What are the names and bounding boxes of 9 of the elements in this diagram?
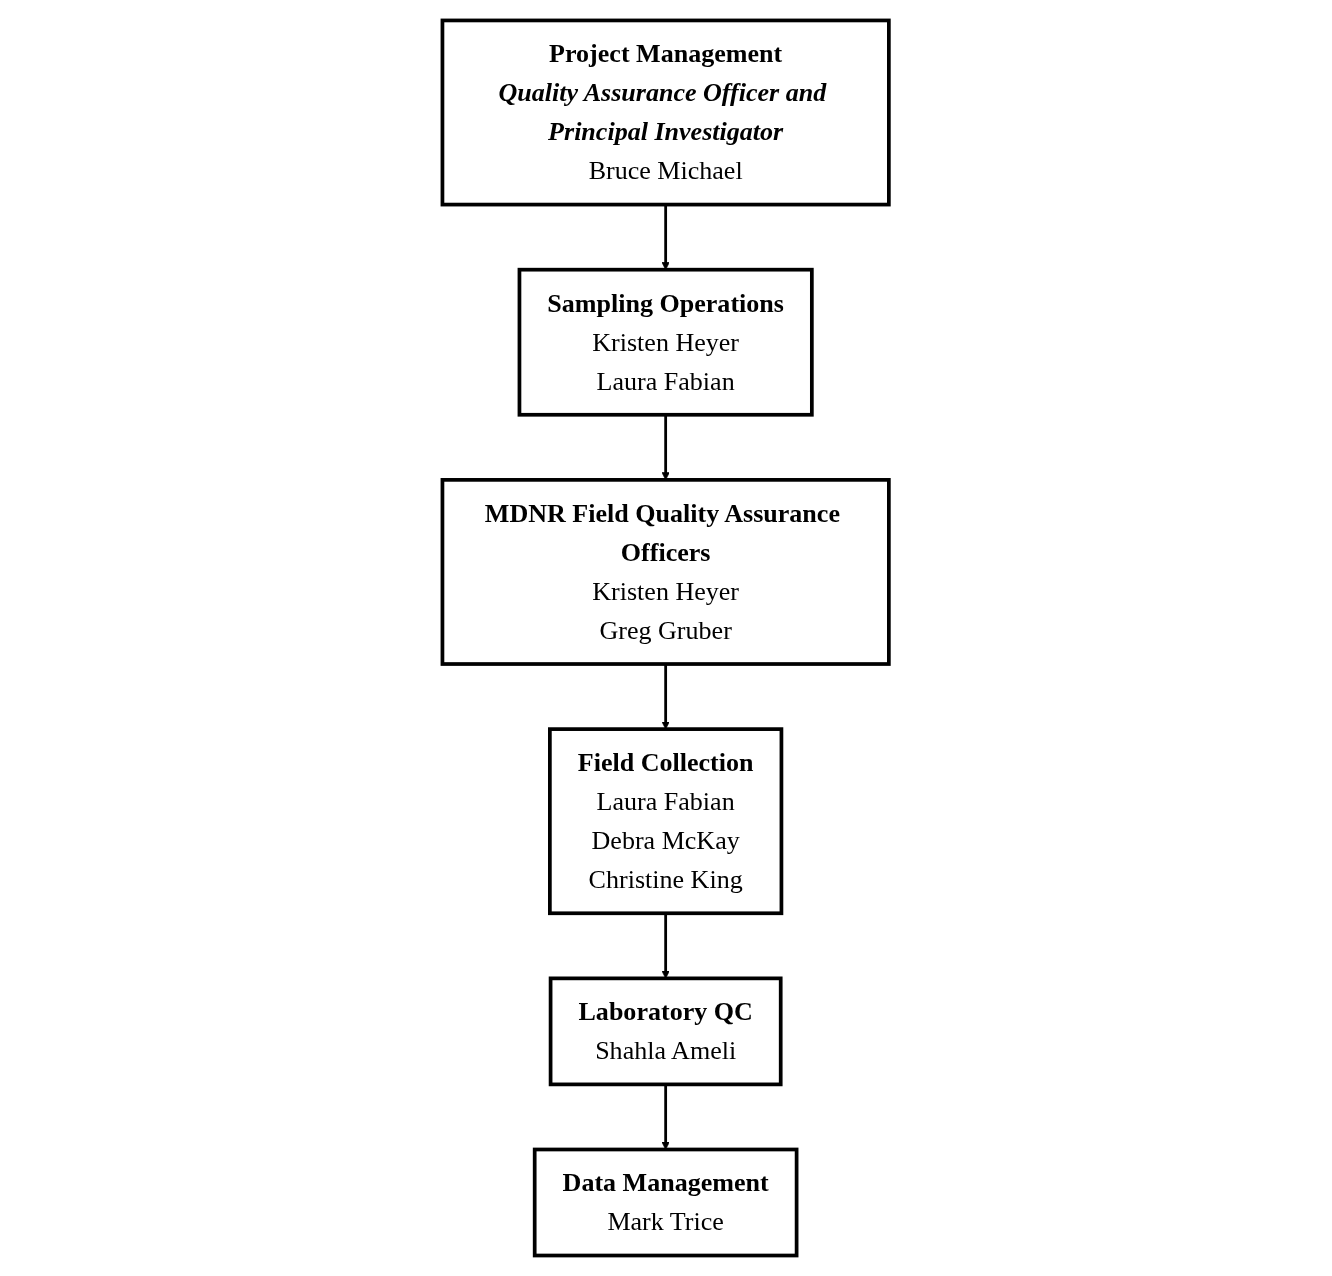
node-box: MDNR Field Quality Assurance Officers Kristen Heyer Greg Gruber	[440, 478, 892, 666]
arrow	[661, 913, 671, 979]
node-box: Sampling Operations Kristen Heyer Laura Fabian	[517, 267, 815, 417]
node-box: Laboratory QC Shahla Ameli	[549, 976, 783, 1087]
node-box: Project Management Quality Assurance Officer and Principal Investigator Bruce Michael	[440, 18, 892, 207]
arrow	[661, 664, 671, 730]
node-box: Data Management Mark Trice	[533, 1147, 799, 1258]
arrow	[661, 1084, 671, 1150]
node-box: Field Collection Laura Fabian Debra McKay Christine King	[548, 727, 784, 916]
